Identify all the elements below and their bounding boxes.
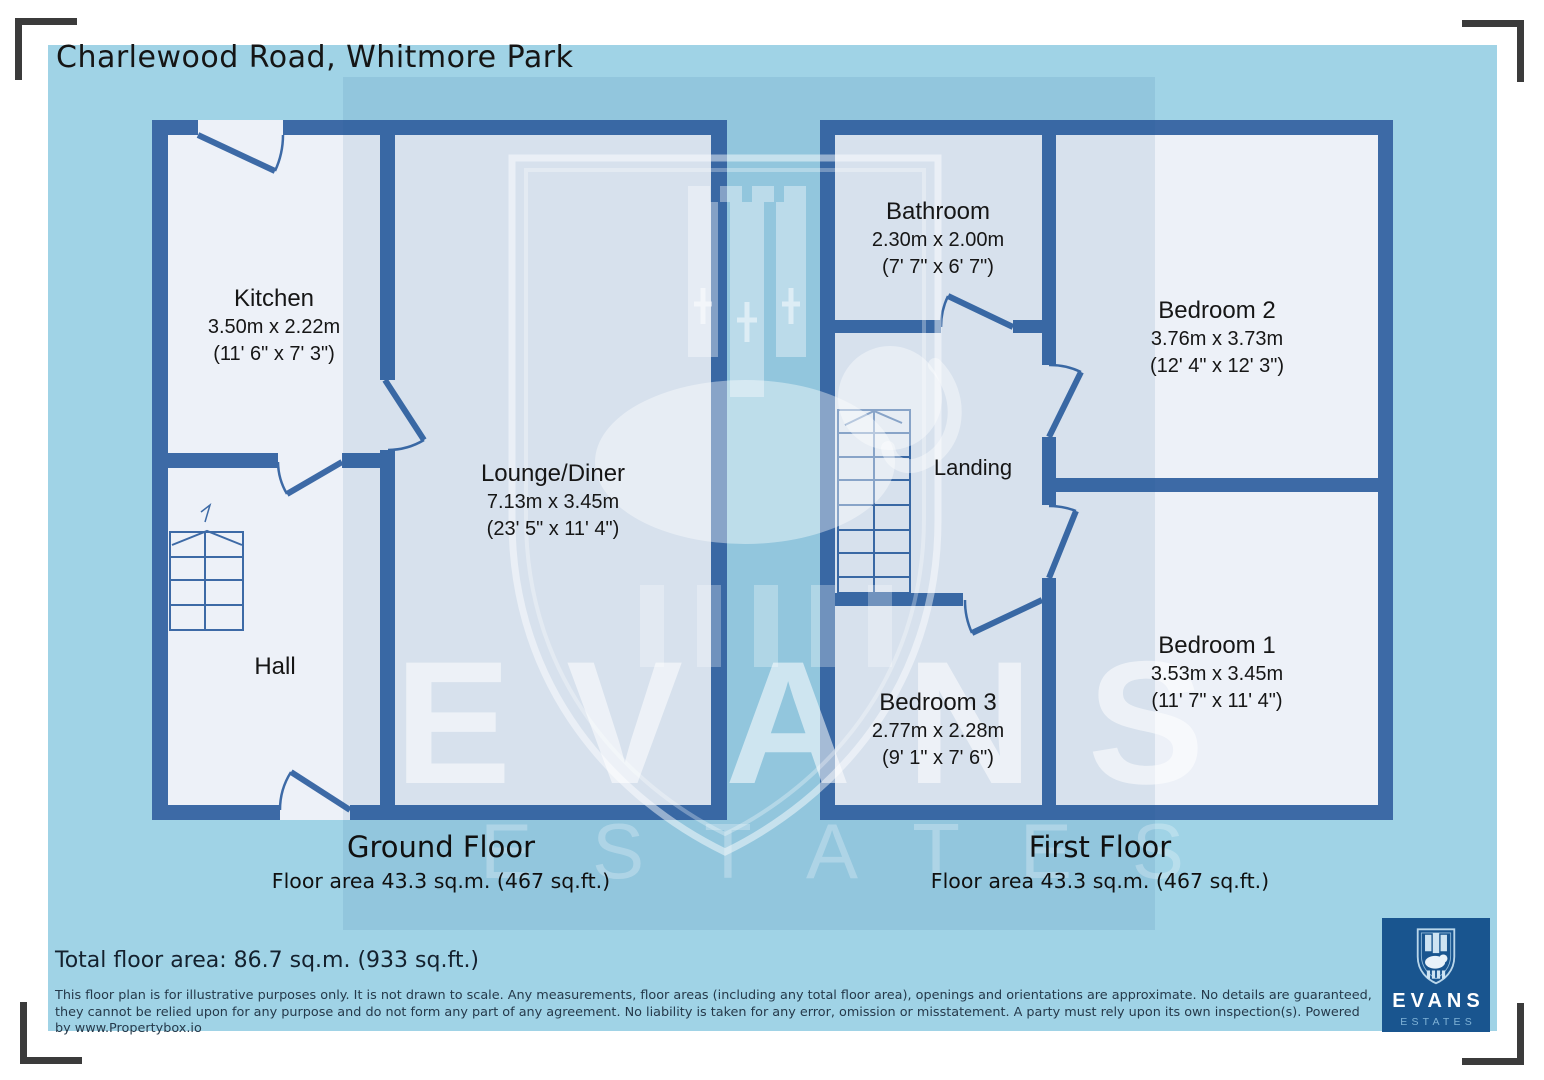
bedroom2-door-leaf xyxy=(1046,370,1084,439)
room-name: Bedroom 1 xyxy=(1158,632,1276,659)
first-floor-walls xyxy=(820,120,1393,820)
ground-floor-doors xyxy=(196,132,427,813)
bedroom1-door-leaf xyxy=(1046,509,1079,580)
ground-floor-plan xyxy=(152,120,727,820)
room-name: Kitchen xyxy=(233,285,315,312)
first-floor-area: Floor area 43.3 sq.m. (467 sq.ft.) xyxy=(930,869,1270,893)
total-floor-area: Total floor area: 86.7 sq.m. (933 sq.ft.… xyxy=(55,948,480,973)
room-dim-metric: 3.76m x 3.73m xyxy=(1150,328,1284,350)
first-floor-stairs xyxy=(837,409,911,594)
bedroom2-label: Bedroom 2 3.76m x 3.73m (12' 4" x 12' 3"… xyxy=(1150,296,1284,380)
first-floor-plan xyxy=(820,120,1393,820)
hall-kitchen-door-leaf xyxy=(285,459,344,497)
kitchen-label: Kitchen 3.50m x 2.22m (11' 6" x 7' 3") xyxy=(208,284,340,368)
corner-bracket-bottom-right xyxy=(1462,1003,1524,1065)
logo-shield-icon xyxy=(1416,928,1456,985)
ground-floor-area: Floor area 43.3 sq.m. (467 sq.ft.) xyxy=(271,869,611,893)
hall-label: Hall xyxy=(254,652,295,682)
disclaimer-line: they cannot be relied upon for any purpo… xyxy=(55,1004,1360,1020)
landing-label: Landing xyxy=(934,453,1012,483)
stairs-up-arrow xyxy=(844,409,903,426)
corner-bracket-top-left xyxy=(15,18,77,80)
room-dim-imperial: (11' 7" x 11' 4") xyxy=(1151,690,1283,712)
ground-floor-stairs xyxy=(169,502,244,631)
bedroom3-door-leaf xyxy=(970,597,1044,636)
room-dim-metric: 3.53m x 3.45m xyxy=(1150,663,1284,685)
room-dim-imperial: (12' 4" x 12' 3") xyxy=(1149,355,1285,377)
room-dim-metric: 2.77m x 2.28m xyxy=(871,720,1005,742)
room-name: Hall xyxy=(254,653,296,680)
corner-bracket-top-right xyxy=(1462,20,1524,82)
room-dim-metric: 7.13m x 3.45m xyxy=(486,491,620,513)
room-dim-metric: 2.30m x 2.00m xyxy=(871,229,1005,251)
ground-floor-walls xyxy=(152,120,727,820)
first-floor-interior xyxy=(820,120,1393,820)
bedroom1-label: Bedroom 1 3.53m x 3.45m (11' 7" x 11' 4"… xyxy=(1151,631,1283,715)
room-name: Bathroom xyxy=(885,198,991,225)
room-name: Lounge/Diner xyxy=(480,460,626,487)
bathroom-label: Bathroom 2.30m x 2.00m (7' 7" x 6' 7") xyxy=(872,197,1004,281)
stairs-up-arrow xyxy=(171,529,243,546)
logo-brand-sub: ESTATES xyxy=(1400,1016,1476,1028)
corner-bracket-bottom-left xyxy=(20,1002,82,1064)
room-name: Bedroom 3 xyxy=(879,689,997,716)
room-dim-imperial: (23' 5" x 11' 4") xyxy=(486,518,620,540)
bedroom3-label: Bedroom 3 2.77m x 2.28m (9' 1" x 7' 6") xyxy=(872,688,1004,772)
room-dim-imperial: (7' 7" x 6' 7") xyxy=(882,256,994,278)
kitchen-lounge-door-leaf xyxy=(382,378,427,442)
room-name: Landing xyxy=(933,455,1013,480)
first-floor-doors xyxy=(939,293,1084,636)
room-dim-imperial: (9' 1" x 7' 6") xyxy=(882,747,994,769)
logo-brand-name: EVANS xyxy=(1392,990,1485,1012)
ground-floor-interior xyxy=(152,120,727,820)
room-dim-metric: 3.50m x 2.22m xyxy=(207,316,341,338)
room-name: Bedroom 2 xyxy=(1158,297,1276,324)
disclaimer-text: This floor plan is for illustrative purp… xyxy=(55,988,1372,1038)
kitchen-back-door-leaf xyxy=(196,132,277,174)
bathroom-door-leaf xyxy=(946,293,1015,330)
lounge-diner-label: Lounge/Diner 7.13m x 3.45m (23' 5" x 11'… xyxy=(481,459,625,543)
page-title: Charlewood Road, Whitmore Park xyxy=(56,40,574,75)
room-dim-imperial: (11' 6" x 7' 3") xyxy=(213,343,335,365)
first-floor-heading: First Floor xyxy=(1028,830,1172,864)
disclaimer-line: by www.Propertybox.io xyxy=(55,1021,202,1036)
agency-logo: EVANS ESTATES xyxy=(1382,918,1490,1032)
disclaimer-line: This floor plan is for illustrative purp… xyxy=(55,988,1372,1003)
front-door-leaf xyxy=(289,769,352,813)
ground-floor-heading: Ground Floor xyxy=(346,830,536,864)
